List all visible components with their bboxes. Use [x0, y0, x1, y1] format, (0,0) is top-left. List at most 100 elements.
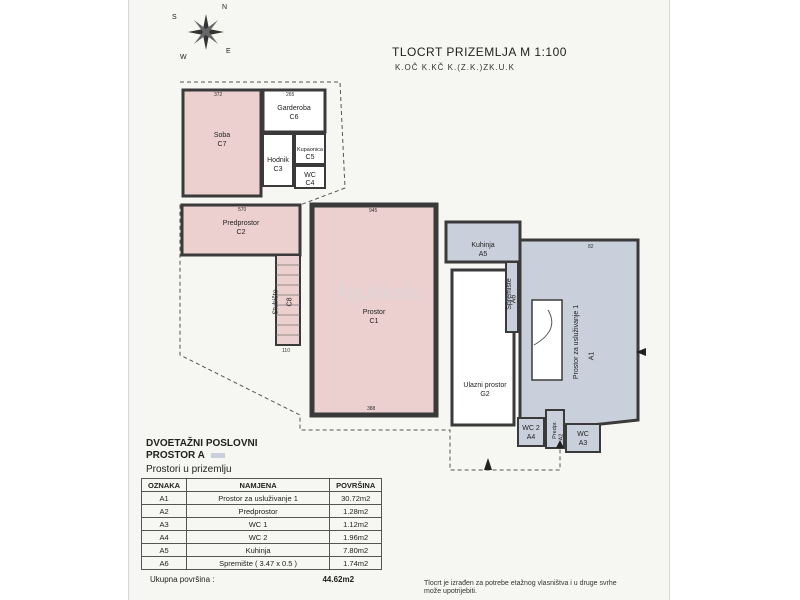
spiral-stair — [531, 299, 563, 381]
table-cell: A4 — [140, 530, 188, 544]
dim-1: 372 — [214, 92, 223, 98]
legend-title-2: PROSTOR A — [146, 450, 225, 461]
table-cell: Prostor za usluživanje 1 — [186, 491, 331, 505]
entrance-arrow-a3 — [556, 440, 564, 448]
label-c5-name: Kupaonica — [297, 147, 323, 153]
label-c2-name: Predprostor — [222, 220, 260, 227]
label-c1-name: Prostor — [362, 309, 386, 316]
footnote-line-2: može upotrijebiti. — [424, 588, 477, 595]
table-row: A3 WC 1 1.12m2 — [140, 517, 383, 531]
area-table: OZNAKA NAMJENA POVRŠINA A1 Prostor za us… — [140, 478, 383, 570]
room-a2 — [545, 409, 565, 449]
label-c5-code: C5 — [305, 154, 315, 161]
table-cell: 1.96m2 — [329, 530, 383, 544]
dim-5: 110 — [282, 348, 290, 354]
label-a3-code: A3 — [578, 440, 588, 447]
plan-title: TLOCRT PRIZEMLJA M 1:100 — [392, 45, 567, 59]
label-c8-name: Stubište — [272, 289, 280, 315]
watermark: Njuškalo — [338, 280, 422, 305]
label-a2-code: A2 — [558, 433, 565, 441]
compass-letter-s: S — [172, 14, 177, 21]
label-a6-code: A6 — [510, 294, 518, 304]
label-c8-code: C8 — [286, 297, 294, 307]
entrance-arrow-a1 — [636, 348, 646, 356]
table-cell: Spremište ( 3.47 x 0.5 ) — [186, 556, 331, 570]
label-a5-code: A5 — [478, 251, 488, 258]
table-cell: A3 — [140, 517, 188, 531]
room-c5 — [294, 133, 326, 165]
room-a6 — [505, 261, 519, 333]
label-a5-name: Kuhinja — [471, 242, 495, 249]
total-area: Ukupna površina : 44.62m2 — [150, 575, 354, 584]
entrance-arrow-g2 — [484, 458, 492, 470]
dim-2: 265 — [286, 92, 295, 98]
label-a3-name: WC — [577, 431, 589, 438]
footnote: Tlocrt je izrađen za potrebe etažnog vla… — [424, 580, 674, 596]
total-value: 44.62m2 — [322, 575, 355, 584]
legend-title-2-text: PROSTOR A — [146, 450, 205, 461]
room-c7 — [181, 88, 263, 198]
room-c4 — [294, 165, 326, 189]
label-c2-code: C2 — [236, 229, 246, 236]
compass-letter-w: W — [180, 54, 187, 61]
label-c6-name: Garderoba — [277, 105, 311, 112]
plan-subtitle: K.OČ K.KČ K.(Z.K.)ZK.U.K — [395, 63, 516, 72]
label-c1-code: C1 — [369, 318, 379, 325]
room-a3 — [565, 423, 601, 453]
table-cell: 30.72m2 — [329, 491, 383, 505]
label-g2-code: G2 — [480, 391, 490, 398]
table-header: NAMJENA — [186, 478, 331, 492]
total-label: Ukupna površina : — [150, 575, 215, 584]
room-c1 — [309, 202, 439, 418]
table-row: A5 Kuhinja 7.80m2 — [140, 543, 383, 557]
table-header: POVRŠINA — [329, 478, 383, 492]
table-cell: Predprostor — [186, 504, 331, 518]
table-cell: 1.74m2 — [329, 556, 383, 570]
table-row: A4 WC 2 1.96m2 — [140, 530, 383, 544]
legend-subtitle: Prostori u prizemlju — [146, 464, 232, 475]
table-cell: 1.12m2 — [329, 517, 383, 531]
table-cell: WC 2 — [186, 530, 331, 544]
table-cell: 1.28m2 — [329, 504, 383, 518]
label-c4-code: C4 — [305, 180, 315, 187]
table-row: A1 Prostor za usluživanje 1 30.72m2 — [140, 491, 383, 505]
room-a4 — [517, 417, 545, 447]
label-a1-code: A1 — [588, 351, 596, 361]
table-row: A2 Predprostor 1.28m2 — [140, 504, 383, 518]
label-c3-code: C3 — [273, 166, 283, 173]
compass-letter-e: E — [226, 48, 231, 55]
table-cell: WC 1 — [186, 517, 331, 531]
table-cell: A1 — [140, 491, 188, 505]
room-c8 — [275, 254, 301, 346]
table-cell: A5 — [140, 543, 188, 557]
plot-boundary — [179, 81, 561, 471]
label-a4-name: WC 2 — [522, 425, 540, 432]
table-cell: A6 — [140, 556, 188, 570]
dim-6: 388 — [367, 406, 376, 412]
label-c6-code: C6 — [289, 114, 299, 121]
stair-lines — [276, 264, 300, 336]
dim-3: 570 — [238, 207, 247, 213]
footnote-line-1: Tlocrt je izrađen za potrebe etažnog vla… — [424, 580, 617, 587]
compass-rose-icon — [176, 8, 236, 63]
label-c7-code: C7 — [217, 141, 227, 148]
dim-7: 82 — [588, 244, 594, 250]
room-c6 — [261, 88, 327, 134]
table-cell: Kuhinja — [186, 543, 331, 557]
dim-4: 945 — [369, 208, 378, 214]
spiral-stair-curve — [533, 309, 553, 346]
label-c4-name: WC — [304, 172, 316, 179]
label-g2-name: Ulazni prostor — [463, 382, 507, 389]
label-a4-code: A4 — [526, 434, 536, 441]
table-cell: A2 — [140, 504, 188, 518]
table-cell: 7.80m2 — [329, 543, 383, 557]
label-a1-name: Prostor za usluživanje 1 — [573, 304, 581, 380]
legend-title-1: DVOETAŽNI POSLOVNI — [146, 438, 258, 449]
table-header-row: OZNAKA NAMJENA POVRŠINA — [140, 478, 383, 492]
label-c7-name: Soba — [213, 132, 231, 139]
room-c3 — [262, 133, 294, 187]
label-c3-name: Hodnik — [267, 157, 289, 164]
legend-swatch — [210, 452, 225, 458]
table-row: A6 Spremište ( 3.47 x 0.5 ) 1.74m2 — [140, 556, 383, 570]
